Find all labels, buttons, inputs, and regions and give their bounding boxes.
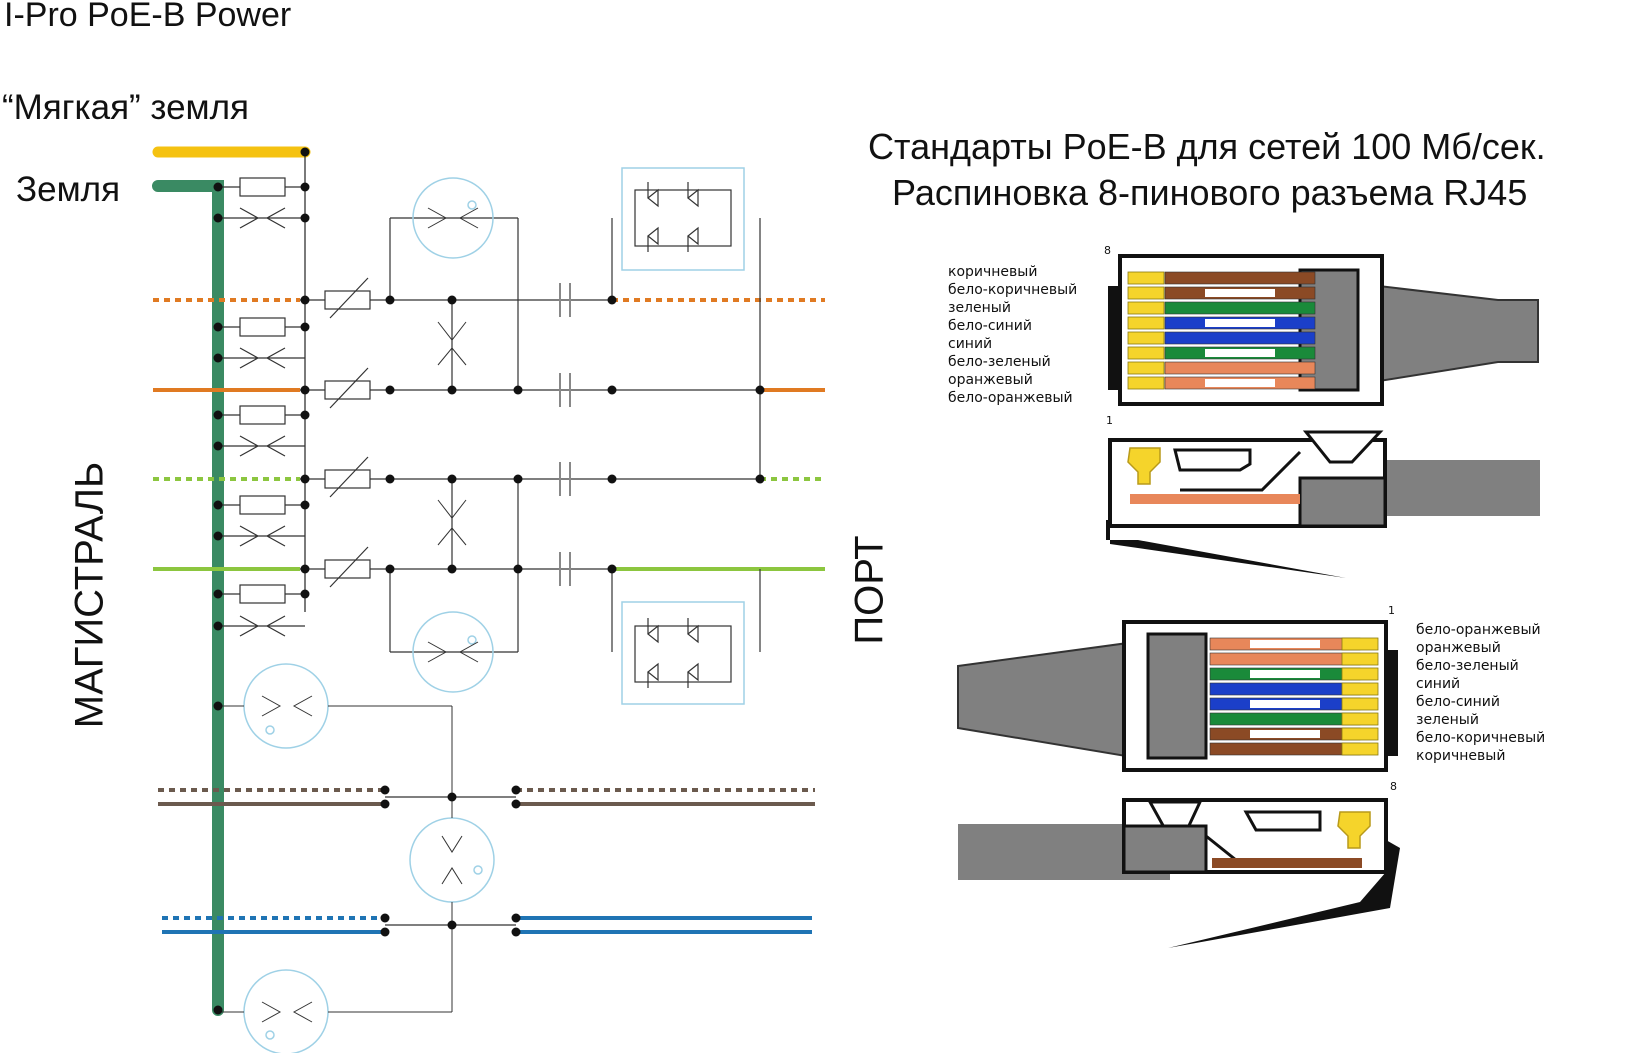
rj45-top-view-a	[1108, 254, 1539, 406]
wire-strip	[1209, 712, 1361, 726]
diode-bridge-bottom	[621, 601, 745, 705]
wire-color-label: коричневый	[948, 264, 1037, 280]
wire-strip	[1164, 346, 1316, 360]
contact-pin	[1341, 637, 1379, 651]
wire-color-label: бело-зеленый	[1416, 658, 1519, 674]
wire-stripe	[1205, 289, 1275, 297]
signal-wires	[300, 217, 761, 653]
wire-strip	[1209, 652, 1361, 666]
wire-color-label: бело-синий	[948, 318, 1032, 334]
contact-pin	[1127, 331, 1165, 345]
wire-strip	[1164, 376, 1316, 390]
contact-pin	[1127, 346, 1165, 360]
pinout-title: Распиновка 8-пинового разъема RJ45	[892, 172, 1528, 213]
contact-pin	[1341, 682, 1379, 696]
contact-pin	[1341, 742, 1379, 756]
wire-color-label: оранжевый	[1416, 640, 1501, 656]
contact-pin	[1127, 376, 1165, 390]
rj45-top-view-b	[957, 620, 1398, 772]
wire-color-label: бело-синий	[1416, 694, 1500, 710]
line-brown-pair	[158, 788, 815, 806]
wire-strips-top	[1127, 271, 1316, 390]
wire-stripe	[1250, 640, 1320, 648]
wire-color-label: бело-оранжевый	[1416, 622, 1541, 638]
wire-labels-top: коричневый бело-коричневый зеленый бело-син…	[948, 264, 1077, 406]
rj45-side-view-b	[958, 798, 1400, 948]
wire-strip	[1209, 682, 1361, 696]
wire-color-label: бело-оранжевый	[948, 390, 1073, 406]
rj45-side-view-a	[1106, 430, 1540, 578]
soft-ground-label: “Мягкая” земля	[2, 88, 249, 127]
contact-pin	[1127, 301, 1165, 315]
wire-strip	[1209, 727, 1361, 741]
contact-pin	[1127, 286, 1165, 300]
standards-title: Стандарты PoE-B для сетей 100 Мб/сек.	[868, 126, 1546, 167]
pin-number-top-b: 1	[1388, 604, 1395, 617]
wire-stripe	[1205, 379, 1275, 387]
contact-pin	[1127, 271, 1165, 285]
contact-pin	[1127, 316, 1165, 330]
wire-color-label: синий	[1416, 676, 1460, 692]
wire-color-label: синий	[948, 336, 992, 352]
wire-strip	[1164, 361, 1316, 375]
wire-color-label: бело-коричневый	[948, 282, 1077, 298]
soft-ground-bus	[152, 146, 311, 612]
wire-color-label: оранжевый	[948, 372, 1033, 388]
wire-strip	[1164, 286, 1316, 300]
diagram-title: I-Pro PoE-B Power	[4, 0, 292, 34]
wire-color-label: зеленый	[948, 300, 1011, 316]
wire-color-label: бело-зеленый	[948, 354, 1051, 370]
wire-strip	[1164, 331, 1316, 345]
contact-pin	[1341, 697, 1379, 711]
wire-labels-bottom: бело-оранжевый оранжевый бело-зеленый синий…	[1416, 622, 1545, 764]
wire-stripe	[1250, 700, 1320, 708]
contact-pin	[1341, 712, 1379, 726]
wire-color-label: коричневый	[1416, 748, 1505, 764]
wire-stripe	[1205, 319, 1275, 327]
junction-dots	[213, 147, 765, 1015]
protection-schematic	[152, 146, 825, 1053]
capacitors	[559, 283, 571, 586]
wire-stripe	[1250, 730, 1320, 738]
contact-pin	[1341, 727, 1379, 741]
wire-strip	[1164, 301, 1316, 315]
line-blue-pair	[162, 916, 812, 934]
wire-strip	[1209, 667, 1361, 681]
contact-pin	[1341, 667, 1379, 681]
diode-bridge-top	[621, 167, 745, 271]
pin-number-top-a: 8	[1104, 244, 1111, 257]
contact-pin	[1341, 652, 1379, 666]
ground-label: Земля	[16, 170, 121, 209]
varistors	[324, 277, 371, 588]
wire-strip	[1209, 742, 1361, 756]
wire-strips-bottom	[1209, 637, 1379, 756]
wire-color-label: зеленый	[1416, 712, 1479, 728]
pin-number-bottom-b: 8	[1390, 780, 1397, 793]
wire-stripe	[1205, 349, 1275, 357]
contact-pin	[1127, 361, 1165, 375]
wire-strip	[1164, 316, 1316, 330]
wire-strip	[1209, 637, 1361, 651]
wire-stripe	[1250, 670, 1320, 678]
wire-strip	[1164, 271, 1316, 285]
pin-number-bottom-a: 1	[1106, 414, 1113, 427]
ground-bus	[152, 180, 224, 1016]
port-label: ПОРТ	[847, 535, 892, 645]
wire-strip	[1209, 697, 1361, 711]
wire-color-label: бело-коричневый	[1416, 730, 1545, 746]
